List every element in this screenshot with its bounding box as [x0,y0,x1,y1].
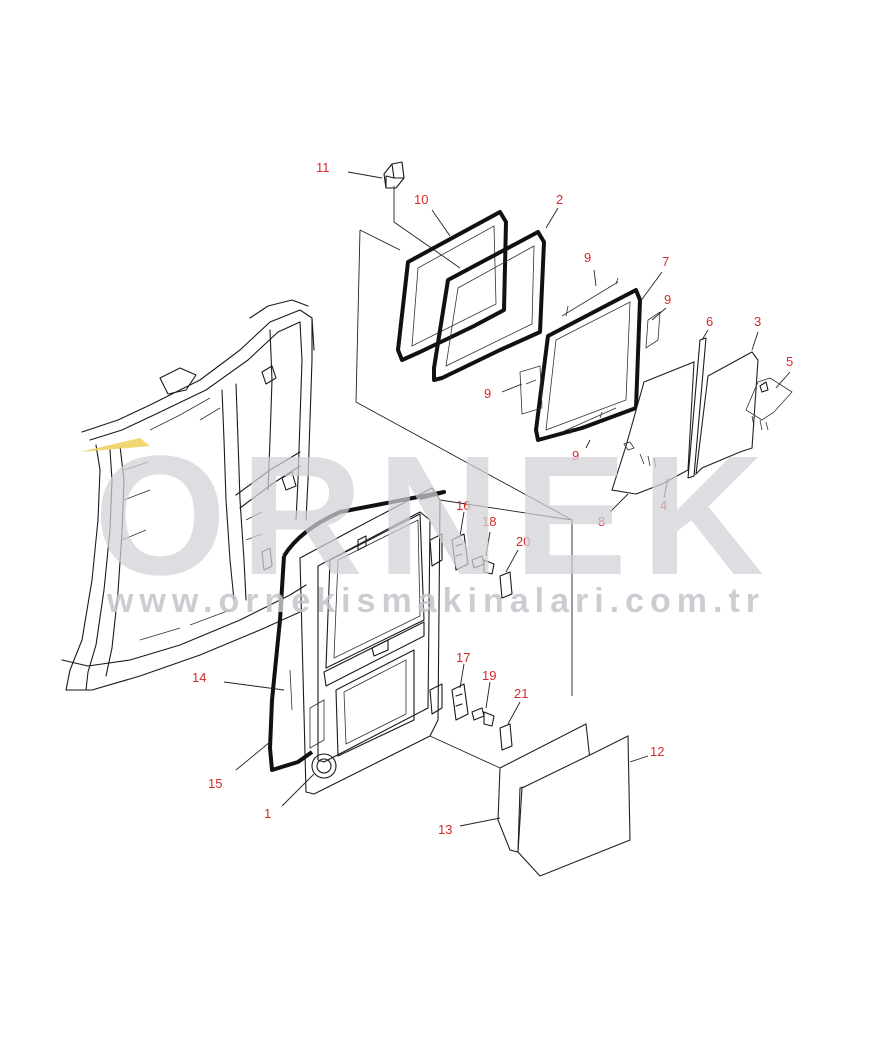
part-8-glass [611,361,695,495]
explosion-lines [355,229,573,769]
part-19-bolt [471,707,495,727]
watermark-brand: ORNEK [94,421,778,611]
part-12-panel [517,735,631,877]
callout-14: 14 [192,670,206,685]
callout-9-left: 9 [484,386,491,401]
callout-16: 16 [456,498,470,513]
part-11-bracket [383,161,461,269]
callout-12: 12 [650,744,664,759]
part-6-seal-strip [687,337,707,479]
part-17-hinge [451,683,469,721]
part-1-door [299,487,443,795]
part-14-door-seal [268,490,446,772]
callout-21: 21 [514,686,528,701]
watermark: ORNEK www.ornekismakinalari.com.tr [80,421,778,620]
part-2-inner-seal [432,230,546,382]
part-18-bolt [471,555,495,575]
cab-frame [61,299,315,691]
callout-19: 19 [482,668,496,683]
part-21-plate [499,723,513,751]
callout-5: 5 [786,354,793,369]
callout-17: 17 [456,650,470,665]
part-20-plate [499,571,513,599]
callout-3: 3 [754,314,761,329]
callout-leaders [223,171,791,827]
part-9-clips [519,277,661,435]
part-7-window-seal [534,288,642,442]
callout-8: 8 [598,514,605,529]
callout-15: 15 [208,776,222,791]
callout-7: 7 [662,254,669,269]
watermark-url: www.ornekismakinalari.com.tr [106,582,765,620]
callout-11: 11 [316,160,330,175]
part-3-glass [695,351,759,476]
callout-9-top: 9 [584,250,591,265]
part-13-panel [497,723,591,853]
callout-20: 20 [516,534,530,549]
callout-18: 18 [482,514,496,529]
watermark-accent-mark [80,438,150,452]
callout-9-right: 9 [664,292,671,307]
callout-4: 4 [660,498,667,513]
callout-13: 13 [438,822,452,837]
callout-10: 10 [414,192,428,207]
part-5-fastener [745,377,793,431]
callout-2: 2 [556,192,563,207]
callout-9-bottom: 9 [572,448,579,463]
part-10-outer-seal [396,210,508,362]
callout-labels: 1 2 3 4 5 6 7 8 9 9 9 9 10 11 12 13 14 1… [192,160,793,837]
callout-1: 1 [264,806,271,821]
callout-6: 6 [706,314,713,329]
